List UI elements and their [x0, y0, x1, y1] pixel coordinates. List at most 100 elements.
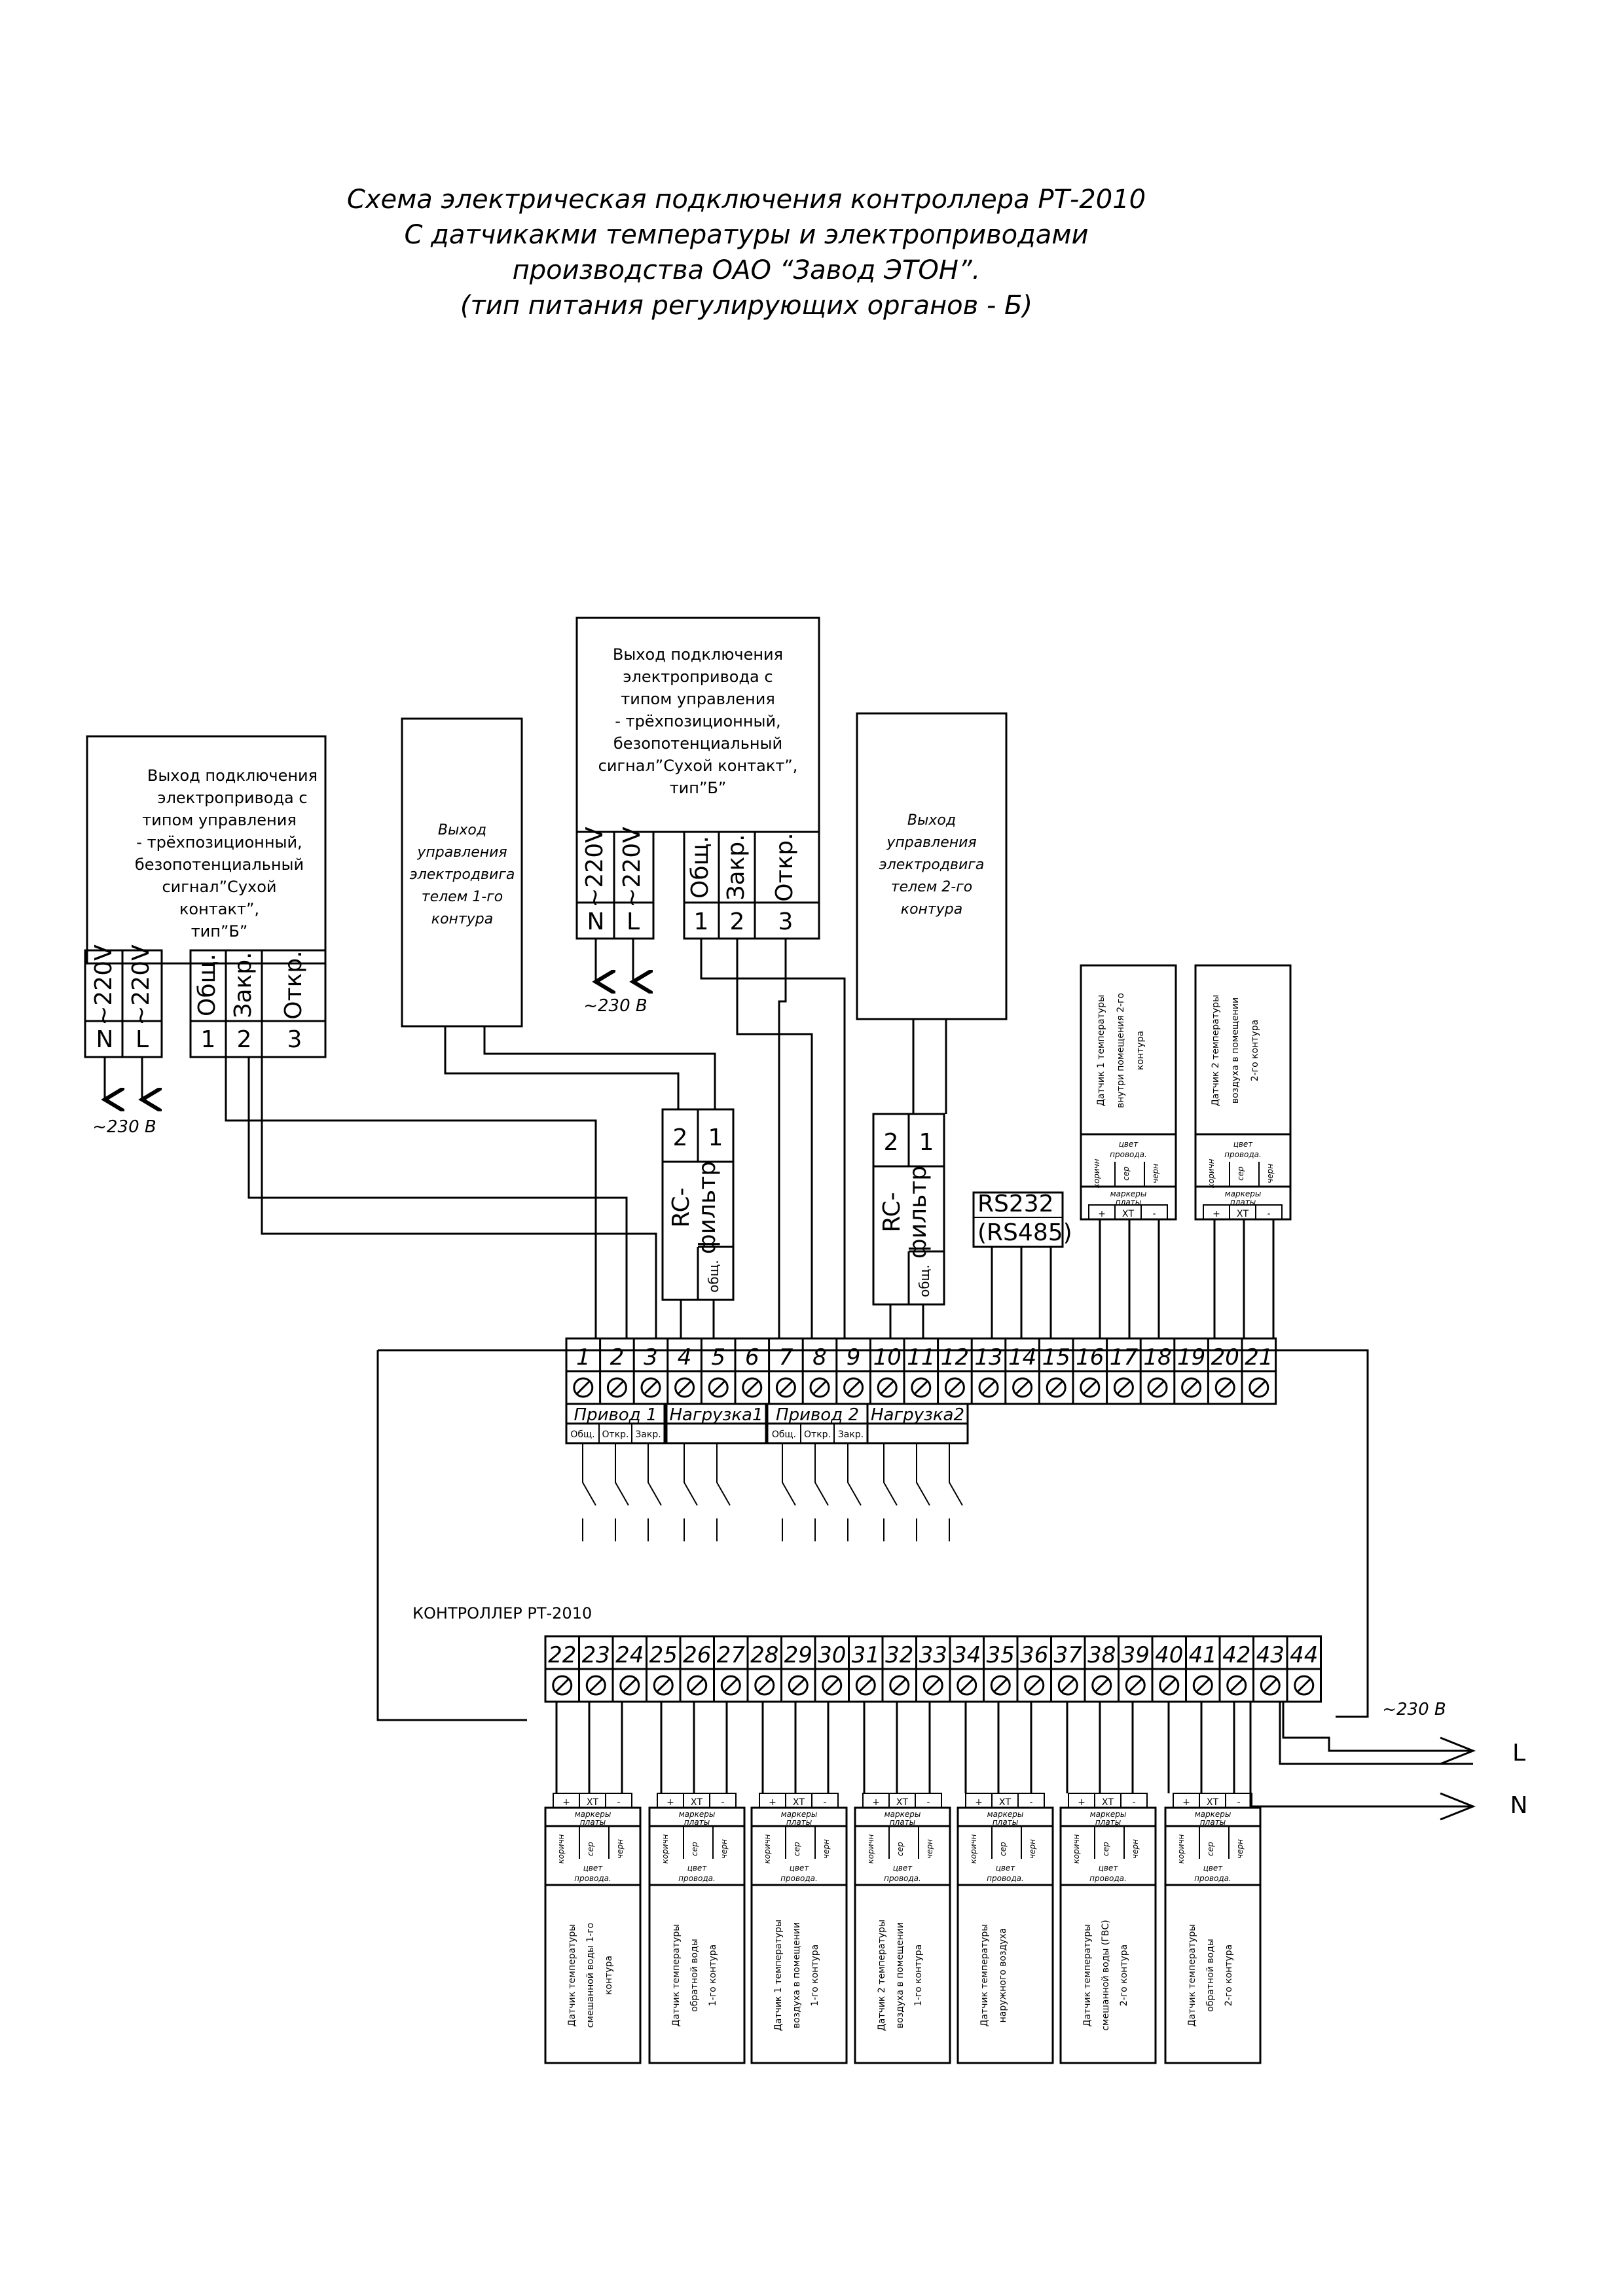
screw-slot — [947, 1380, 962, 1395]
top-actuator-row-label: 3 — [778, 908, 793, 935]
marker: - — [1267, 1209, 1270, 1219]
left-actuator-col-label: Откр. — [280, 950, 307, 1019]
top-actuator-row-label: 1 — [694, 908, 709, 935]
wire-top-1 — [700, 939, 846, 1338]
top-supply-label: ~230 В — [583, 996, 647, 1016]
terminal-number: 38 — [1087, 1642, 1116, 1668]
terminal-screw — [911, 1377, 932, 1398]
color-label: цвет — [1099, 1863, 1119, 1873]
sensor-label-line: Датчик температуры — [979, 1924, 990, 2027]
title-line-3: производства ОАО “Завод ЭТОН”. — [513, 255, 981, 285]
sensor-label-line: 2-го контура — [1119, 1945, 1129, 2006]
left-actuator-row-label: 2 — [237, 1026, 252, 1053]
sensor-label-line: Датчик 2 температуры — [1211, 995, 1221, 1106]
screw-slot — [1150, 1380, 1165, 1395]
wire-color: черн — [1235, 1839, 1245, 1859]
relay-contact — [916, 1443, 930, 1506]
relay-contact — [615, 1443, 629, 1506]
terminal-number: 8 — [812, 1344, 827, 1371]
terminal-screw — [822, 1675, 843, 1696]
terminal-screw — [1024, 1675, 1045, 1696]
marker: ХТ — [793, 1797, 805, 1808]
terminal-screw — [1226, 1675, 1247, 1696]
terminal-number: 43 — [1256, 1642, 1285, 1668]
marker: - — [823, 1797, 826, 1808]
terminal-number: 42 — [1222, 1642, 1250, 1668]
terminal-screw — [990, 1675, 1011, 1696]
marker: ХТ — [896, 1797, 909, 1808]
terminal-screw — [1214, 1377, 1235, 1398]
motor-2-label-line: Выход — [907, 812, 956, 829]
screw-slot — [791, 1677, 806, 1693]
terminal-number: 18 — [1143, 1344, 1171, 1371]
terminal-number: 41 — [1189, 1642, 1217, 1668]
color-label: провода. — [1110, 1150, 1147, 1159]
screw-slot — [677, 1380, 692, 1395]
rc-pin-1: 1 — [708, 1124, 723, 1151]
terminal-screw — [1192, 1675, 1213, 1696]
title-line-1: Схема электрическая подключения контролл… — [347, 185, 1146, 215]
top-actuator-col-label: ~220V — [581, 827, 608, 908]
left-actuator-row-label: 3 — [287, 1026, 302, 1053]
left-actuator-desc-box — [86, 735, 327, 965]
terminal-screw — [855, 1675, 876, 1696]
terminal-number: 32 — [885, 1642, 913, 1668]
markers-label: маркеры — [1195, 1810, 1231, 1819]
screw-slot — [1161, 1677, 1176, 1693]
screw-slot — [656, 1677, 671, 1693]
screw-slot — [1082, 1380, 1097, 1395]
relay-sub-label: Закр. — [838, 1429, 864, 1440]
top-actuator-desc-line: сигнал”Сухой контакт”, — [598, 757, 798, 775]
wire-color: коричн — [1072, 1834, 1081, 1863]
left-actuator-desc-line: Выход подключения — [147, 766, 318, 785]
left-supply-label: ~230 В — [92, 1117, 156, 1137]
sensor-label-line: обратной воды — [1205, 1939, 1216, 2012]
sensor-label-line: 1-го контура — [913, 1945, 924, 2006]
screw-slot — [913, 1380, 928, 1395]
color-label: цвет — [996, 1863, 1016, 1873]
sensor-label-line: Датчик 2 температуры — [877, 1920, 887, 2031]
terminal-screw — [687, 1675, 708, 1696]
screw-slot — [1049, 1380, 1064, 1395]
left-actuator-desc-line: контакт”, — [179, 900, 259, 918]
sensor-label-line: смешанной воды (ГВС) — [1101, 1920, 1111, 2031]
terminal-screw — [944, 1377, 965, 1398]
left-actuator-row-label: 1 — [201, 1026, 216, 1053]
sensor-label-line: воздуха в помещении — [895, 1922, 905, 2028]
sensor-label-line: воздуха в помещении — [1230, 997, 1241, 1103]
markers-label: платы — [1095, 1818, 1121, 1827]
left-actuator-col-label: Общ. — [194, 954, 221, 1016]
wire-left-1 — [225, 1057, 597, 1338]
screw-slot — [858, 1677, 873, 1693]
marker: + — [1182, 1797, 1190, 1808]
terminal-screw — [889, 1675, 910, 1696]
relay-group-name: Привод 1 — [574, 1405, 657, 1425]
color-label: цвет — [1119, 1139, 1139, 1149]
terminal-number: 1 — [576, 1344, 591, 1371]
left-actuator-col-label: ~220V — [90, 944, 117, 1026]
terminal-number: 13 — [974, 1344, 1002, 1371]
terminal-screw — [957, 1675, 977, 1696]
top-sensor-1-marker-row — [1088, 1204, 1168, 1220]
sensor-label-line: наружного воздуха — [998, 1928, 1008, 2023]
wire-color: сер — [586, 1842, 595, 1856]
terminal-screw — [1080, 1377, 1101, 1398]
screw-slot — [689, 1677, 704, 1693]
marker: + — [1078, 1797, 1085, 1808]
mains-n-label: N — [1510, 1792, 1528, 1819]
screw-slot — [610, 1380, 625, 1395]
motor-1-label-line: Выход — [438, 822, 486, 838]
terminal-screw — [708, 1377, 729, 1398]
markers-label: платы — [993, 1818, 1018, 1827]
screw-slot — [1263, 1677, 1278, 1693]
terminal-screw — [775, 1377, 796, 1398]
terminal-screw — [742, 1377, 763, 1398]
terminal-screw — [1057, 1675, 1078, 1696]
